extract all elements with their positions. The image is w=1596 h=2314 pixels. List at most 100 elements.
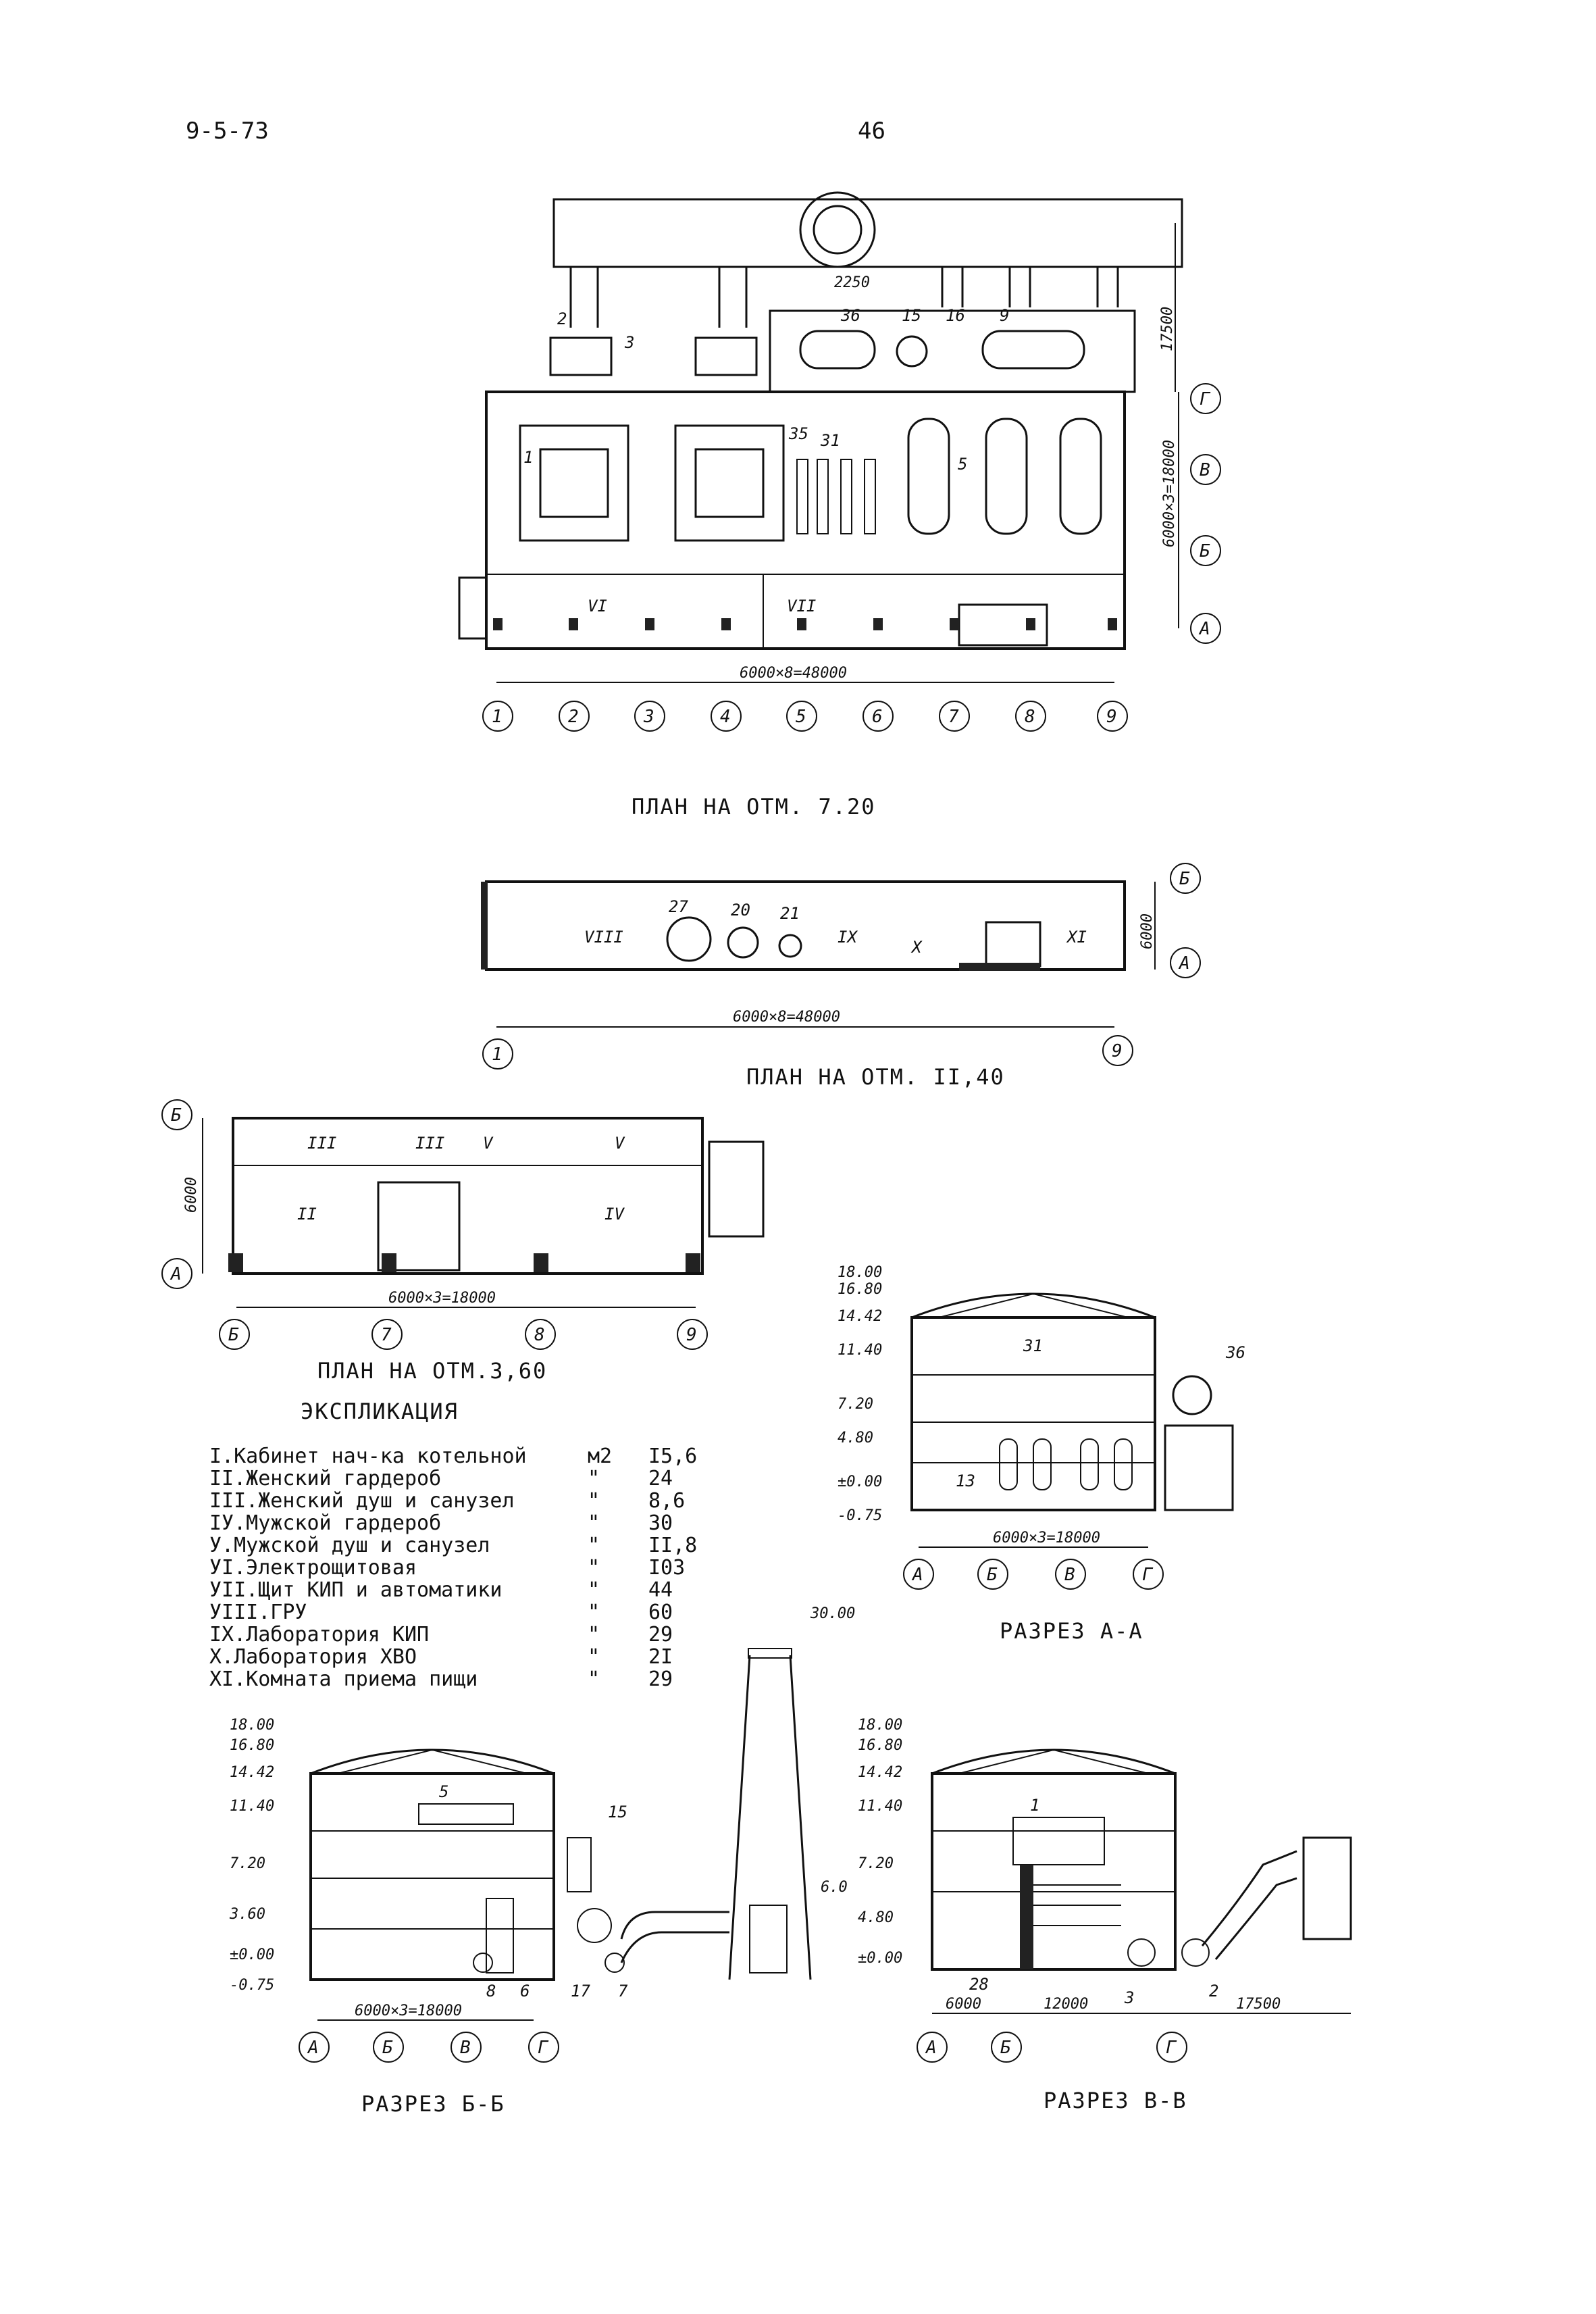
tank-21	[778, 934, 802, 958]
svg-text:14.42: 14.42	[858, 1764, 902, 1781]
marker-bb-6: 6	[520, 1982, 530, 2001]
marker-vv-2: 2	[1209, 1982, 1218, 2001]
dim-plan-360-pitch: 6000×3=18000	[388, 1290, 496, 1307]
svg-text:14.42: 14.42	[838, 1308, 882, 1325]
room-iii-a: III	[307, 1134, 336, 1153]
axis-1140-9: 9	[1112, 1041, 1123, 1061]
room-v-b: V	[615, 1134, 625, 1153]
svg-text:": "	[588, 1489, 600, 1513]
axis-1140-a: А	[1178, 953, 1190, 974]
svg-text:±0.00: ±0.00	[230, 1946, 274, 1963]
chimney	[728, 1655, 812, 1980]
svg-text:7.20: 7.20	[838, 1396, 873, 1413]
bb-levels: 18.00 16.80 14.42 11.40 7.20 3.60 ±0.00 …	[229, 1717, 274, 1994]
svg-text:±0.00: ±0.00	[838, 1474, 882, 1490]
tank-9	[981, 330, 1085, 370]
svg-text:": "	[588, 1667, 600, 1691]
aa-boilers	[999, 1438, 1133, 1490]
room-x: X	[910, 938, 923, 957]
vv-boiler-1	[1012, 1817, 1105, 1865]
svg-text:11.40: 11.40	[230, 1798, 274, 1815]
axis-360-a: А	[170, 1264, 182, 1284]
room-xi: XI	[1066, 928, 1087, 947]
svg-text:IУ.Мужской гардероб: IУ.Мужской гардероб	[209, 1511, 441, 1535]
svg-text:IX.Лаборатория КИП: IX.Лаборатория КИП	[209, 1623, 429, 1646]
room-ii: II	[297, 1205, 317, 1224]
dim-plan-1140-depth: 6000	[1139, 913, 1156, 949]
svg-text:I5,6: I5,6	[648, 1444, 697, 1468]
marker-aa-31: 31	[1023, 1336, 1043, 1355]
axis-360-b: Б	[171, 1105, 182, 1126]
svg-text:29: 29	[648, 1623, 673, 1646]
room-iv: IV	[604, 1205, 625, 1224]
flue-duct	[552, 198, 1183, 268]
svg-text:9: 9	[1106, 707, 1117, 727]
marker-vv-3: 3	[1124, 1988, 1134, 2007]
dim-plan-720-top: 17500	[1159, 307, 1176, 351]
section-aa-caption: РАЗРЕЗ А-А	[1000, 1618, 1143, 1644]
room-vii: VII	[787, 597, 816, 615]
marker-36: 36	[840, 306, 860, 325]
axis-bb-g: Г	[538, 2038, 549, 2058]
dim-vv-d2: 12000	[1044, 1996, 1088, 2013]
dim-stack-top: 30.00	[810, 1605, 855, 1622]
svg-text:16.80: 16.80	[858, 1737, 902, 1754]
svg-text:11.40: 11.40	[858, 1798, 902, 1815]
bb-tank-15	[567, 1837, 592, 1892]
svg-text:II,8: II,8	[648, 1534, 697, 1557]
vessel-5b	[985, 418, 1028, 535]
axis-vv-b: Б	[1000, 2038, 1011, 2058]
axis-aa-g: Г	[1142, 1565, 1154, 1585]
axis-360-b-col: Б	[228, 1325, 239, 1345]
svg-text:Г: Г	[1200, 389, 1211, 409]
svg-text:": "	[588, 1467, 600, 1490]
svg-text:": "	[588, 1511, 600, 1535]
svg-text:": "	[588, 1645, 600, 1669]
dim-aa-pitch: 6000×3=18000	[993, 1530, 1100, 1546]
svg-text:Б: Б	[1200, 541, 1210, 561]
svg-text:I03: I03	[648, 1556, 685, 1580]
marker-5: 5	[958, 455, 967, 474]
plan-360-outline	[232, 1117, 704, 1275]
marker-3: 3	[624, 333, 634, 352]
vv-levels: 18.00 16.80 14.42 11.40 7.20 4.80 ±0.00	[858, 1717, 902, 1967]
svg-text:18.00: 18.00	[230, 1717, 274, 1734]
svg-text:У.Мужской душ и санузел: У.Мужской душ и санузел	[209, 1534, 490, 1557]
svg-text:18.00: 18.00	[858, 1717, 902, 1734]
svg-text:м2: м2	[588, 1444, 612, 1468]
tank-20	[727, 926, 759, 959]
section-vv-frame	[931, 1772, 1177, 1971]
axis-360-8: 8	[534, 1325, 545, 1345]
page-number: 46	[858, 118, 885, 145]
plan-720-caption: ПЛАН НА ОТМ. 7.20	[632, 794, 876, 820]
vessel-5a	[907, 418, 950, 535]
svg-text:5: 5	[796, 707, 806, 727]
svg-text:УII.Щит КИП и автоматики: УII.Щит КИП и автоматики	[209, 1578, 502, 1602]
dim-plan-1140-pitch: 6000×8=48000	[733, 1009, 840, 1026]
vv-smoke-exhauster	[1302, 1836, 1352, 1940]
svg-text:11.40: 11.40	[838, 1342, 882, 1359]
svg-text:±0.00: ±0.00	[858, 1950, 902, 1967]
marker-bb-15: 15	[608, 1803, 627, 1821]
svg-text:-0.75: -0.75	[838, 1507, 882, 1524]
svg-text:": "	[588, 1534, 600, 1557]
plan-360: III III V V II IV 6000×3=18000 6000 Б 7 …	[161, 1099, 765, 1384]
explication-title: ЭКСПЛИКАЦИЯ	[301, 1399, 459, 1424]
svg-text:": "	[588, 1578, 600, 1602]
svg-text:4.80: 4.80	[858, 1909, 894, 1926]
svg-text:7: 7	[948, 707, 959, 727]
svg-text:18.00: 18.00	[838, 1264, 882, 1281]
bb-vessel-5	[418, 1803, 514, 1825]
plan-720-row-axes: Г В Б А	[1190, 383, 1221, 644]
section-vv-caption: РАЗРЕЗ В-В	[1044, 2088, 1187, 2113]
plan-1140: 27 20 21 VIII IX X XI 6000×8=48000 6000 …	[481, 863, 1201, 1090]
svg-text:7.20: 7.20	[230, 1855, 265, 1872]
svg-text:В: В	[1200, 460, 1210, 480]
svg-text:3: 3	[643, 707, 654, 727]
dim-vv-d1: 6000	[946, 1996, 981, 2013]
dim-bb-pitch: 6000×3=18000	[355, 2003, 462, 2019]
axis-aa-v: В	[1064, 1565, 1075, 1585]
plan-360-caption: ПЛАН НА ОТМ.3,60	[317, 1358, 547, 1384]
